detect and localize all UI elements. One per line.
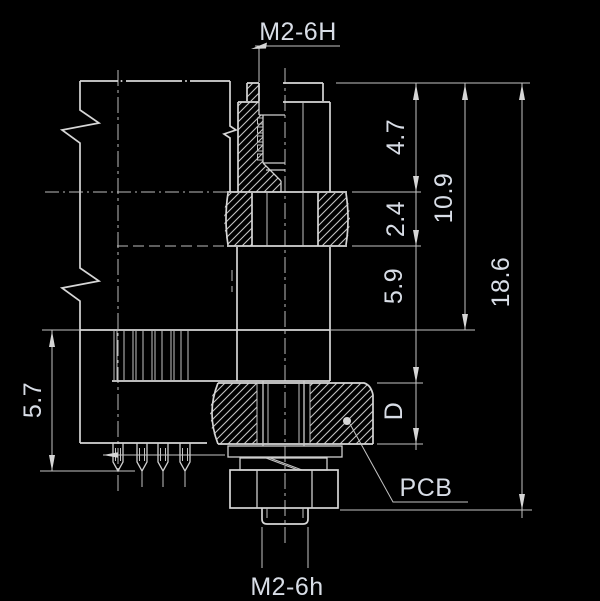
- labels: M2-6H PCB M2-6h: [250, 18, 452, 601]
- break-line-left-edge: [59, 81, 102, 443]
- centerlines: [117, 68, 286, 545]
- knurl-comb: [80, 329, 330, 382]
- hatch-flange-right: [318, 193, 350, 246]
- pcb-break-curve: [211, 382, 219, 445]
- pcb-leader-dot: [343, 417, 351, 425]
- pcb-section: [210, 381, 468, 503]
- hatch-pcb-left: [210, 383, 257, 444]
- flat-washer: [227, 445, 343, 458]
- dim-D: D: [380, 402, 408, 421]
- label-top-thread: M2-6H: [259, 18, 337, 46]
- hatch-flange-left: [224, 193, 252, 246]
- break-line-right-edge: [222, 81, 238, 192]
- dim-18-6: 18.6: [487, 257, 515, 308]
- dim-10-9: 10.9: [430, 173, 458, 224]
- upper-barrel-section: [237, 82, 331, 192]
- flange-section: [45, 191, 350, 247]
- hatch-pcb-right: [310, 383, 373, 444]
- dim-5-7: 5.7: [19, 382, 47, 418]
- hatch-barrel-wall: [238, 102, 281, 192]
- terminal-pins: [103, 443, 225, 487]
- internal-thread-crests: [257, 117, 264, 161]
- dim-4-7: 4.7: [382, 119, 410, 155]
- hex-nut: [229, 469, 339, 509]
- left-body-broken-outline: [59, 80, 238, 444]
- pcb-leader-line: [349, 423, 468, 503]
- thread-label-extension-lines: [261, 527, 309, 568]
- label-bottom-thread: M2-6h: [250, 573, 323, 601]
- dimensions: 4.7 2.4 5.9 D 10.9 18.6 5.7: [19, 82, 532, 518]
- hatch-top-wall: [247, 83, 259, 101]
- neck-section: [231, 247, 331, 381]
- label-pcb: PCB: [400, 474, 453, 502]
- top-label-arrow: [251, 42, 267, 49]
- split-lock-washer: [239, 457, 328, 471]
- pin-plane-arrow: [103, 452, 118, 458]
- threaded-stud: [261, 508, 309, 568]
- dim-5-9: 5.9: [380, 268, 408, 304]
- dim-2-4: 2.4: [382, 201, 410, 237]
